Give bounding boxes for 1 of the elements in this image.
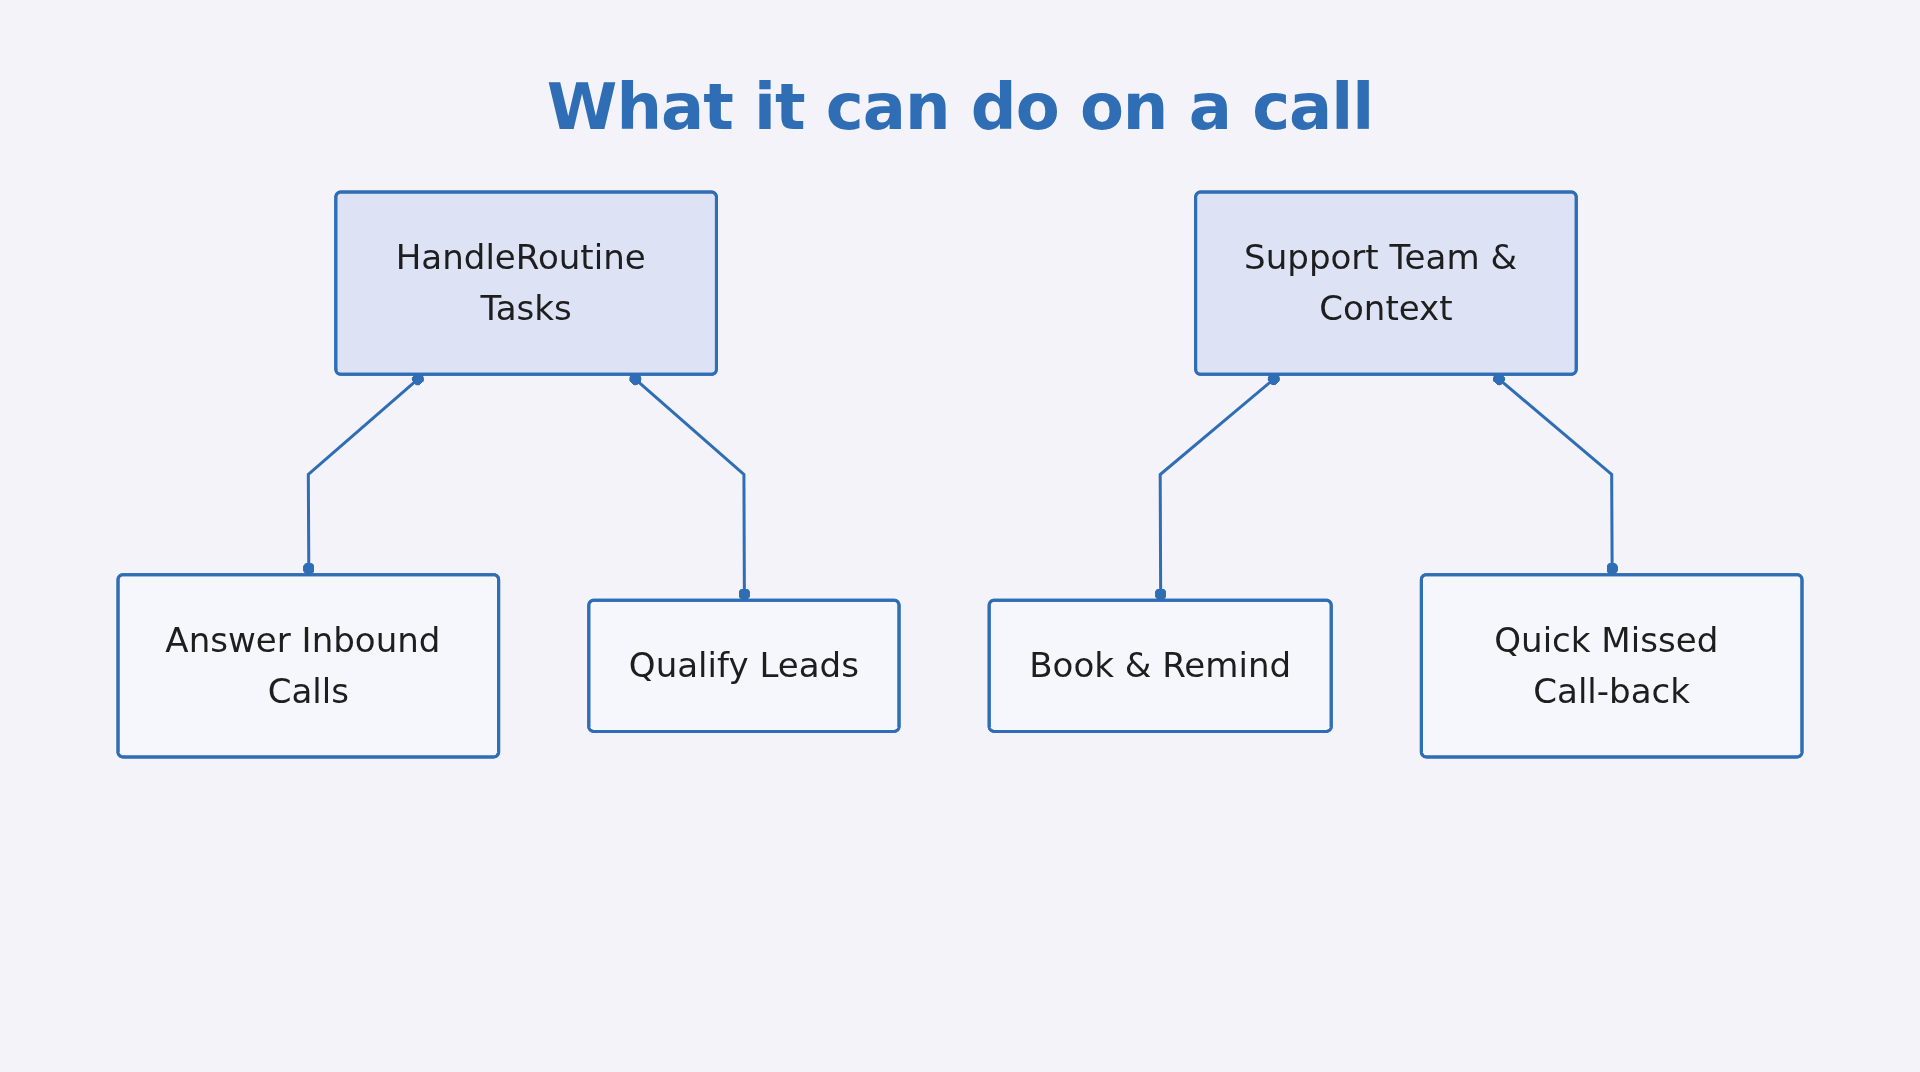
diagram-title: What it can do on a call [546,70,1374,144]
